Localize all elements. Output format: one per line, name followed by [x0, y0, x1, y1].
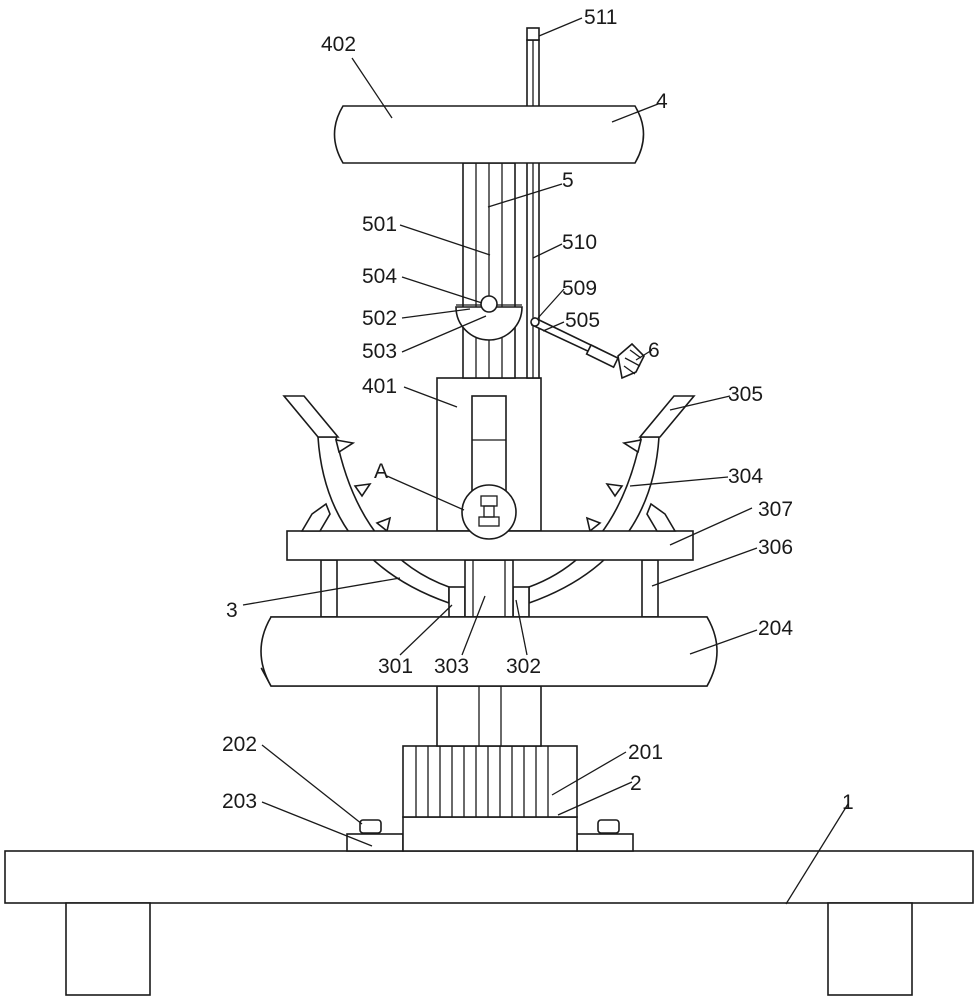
top-disc: [333, 105, 645, 164]
arm-pin: [530, 317, 540, 327]
support-post-right: [641, 559, 659, 618]
swing-arm-sleeve: [585, 343, 620, 369]
crossbar-brackets: [300, 502, 677, 532]
motor-housing: [402, 816, 578, 852]
mount-pad-right: [576, 833, 634, 852]
clamp-teeth: [334, 438, 643, 533]
base-plate: [4, 850, 974, 904]
semicircle-dial: [455, 306, 523, 341]
label-5: 5: [562, 169, 574, 192]
reference-labels: 402 511 4 5 501 510 504 509 502 505 503 …: [222, 6, 854, 814]
detail-circle-a: [461, 484, 517, 540]
rod-top-cap: [526, 27, 540, 41]
bolt-left: [359, 819, 382, 834]
label-402: 402: [321, 33, 356, 56]
label-A: A: [374, 460, 388, 483]
label-504: 504: [362, 265, 397, 288]
clamp-tip-right: [638, 395, 696, 438]
label-204: 204: [758, 617, 793, 640]
label-301: 301: [378, 655, 413, 678]
detail-a-mechanism: [478, 495, 500, 527]
label-2: 2: [630, 772, 642, 795]
label-510: 510: [562, 231, 597, 254]
label-509: 509: [562, 277, 597, 300]
label-3: 3: [226, 599, 238, 622]
lower-column-lines: [478, 686, 502, 746]
label-503: 503: [362, 340, 397, 363]
pivot-block-right: [512, 586, 530, 618]
bolt-right: [597, 819, 620, 834]
label-401: 401: [362, 375, 397, 398]
label-203: 203: [222, 790, 257, 813]
clamp-tip-left: [282, 395, 340, 438]
mount-pad-left: [346, 833, 404, 852]
label-202: 202: [222, 733, 257, 756]
vertical-column-lines: [475, 163, 503, 378]
label-501: 501: [362, 213, 397, 236]
label-302: 302: [506, 655, 541, 678]
label-306: 306: [758, 536, 793, 559]
support-post-left: [320, 559, 338, 618]
center-slider: [464, 559, 514, 618]
rotating-disc-outline: [260, 616, 718, 687]
leader-lines: [242, 17, 849, 905]
label-505: 505: [565, 309, 600, 332]
gear-motor: [402, 745, 578, 818]
label-307: 307: [758, 498, 793, 521]
gear-ribs: [415, 746, 549, 817]
label-511: 511: [584, 6, 617, 29]
cutter-head-blades: [623, 349, 642, 375]
label-305: 305: [728, 383, 763, 406]
lower-column: [436, 685, 542, 747]
label-4: 4: [656, 90, 668, 113]
label-304: 304: [728, 465, 763, 488]
base-leg-left: [65, 902, 151, 996]
label-1: 1: [842, 791, 854, 814]
label-502: 502: [362, 307, 397, 330]
label-303: 303: [434, 655, 469, 678]
label-201: 201: [628, 741, 663, 764]
dial-pivot: [480, 295, 498, 313]
pivot-block-left: [448, 586, 466, 618]
base-leg-right: [827, 902, 913, 996]
label-6: 6: [648, 339, 660, 362]
